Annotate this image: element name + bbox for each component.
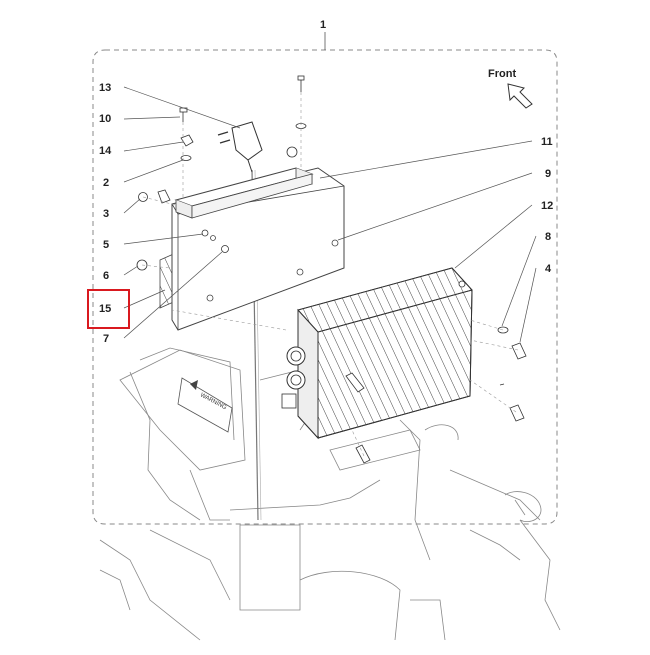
callout-6: 6 <box>103 270 110 282</box>
callout-leaders <box>123 86 537 343</box>
assembly-boundary <box>92 49 558 525</box>
callout-9: 9 <box>545 168 552 180</box>
callout-1: 1 <box>320 19 327 31</box>
callout-3: 3 <box>103 208 110 220</box>
callout-12: 12 <box>541 200 554 212</box>
fasteners <box>136 75 527 464</box>
warning-decal: WARNING <box>177 377 233 433</box>
callout-8: 8 <box>545 231 552 243</box>
callout-7: 7 <box>103 333 110 345</box>
callout-4: 4 <box>545 263 552 275</box>
callout-11: 11 <box>541 136 553 148</box>
cover-bracket-part-11 <box>174 167 314 219</box>
callout-10: 10 <box>99 113 112 125</box>
callout-5: 5 <box>103 239 110 251</box>
callout-15: 15 <box>99 303 112 315</box>
power-plug-part-13 <box>217 121 263 173</box>
controller-module-part-12 <box>281 267 473 440</box>
front-label: Front <box>488 68 517 80</box>
callout-2: 2 <box>103 177 110 189</box>
callout-14: 14 <box>99 145 112 157</box>
chassis-frame <box>99 347 561 641</box>
front-arrow-icon <box>507 83 533 109</box>
highlight-box-callout-15 <box>87 289 130 329</box>
assembly-guide-lines <box>141 92 519 457</box>
callout-13: 13 <box>99 82 112 94</box>
